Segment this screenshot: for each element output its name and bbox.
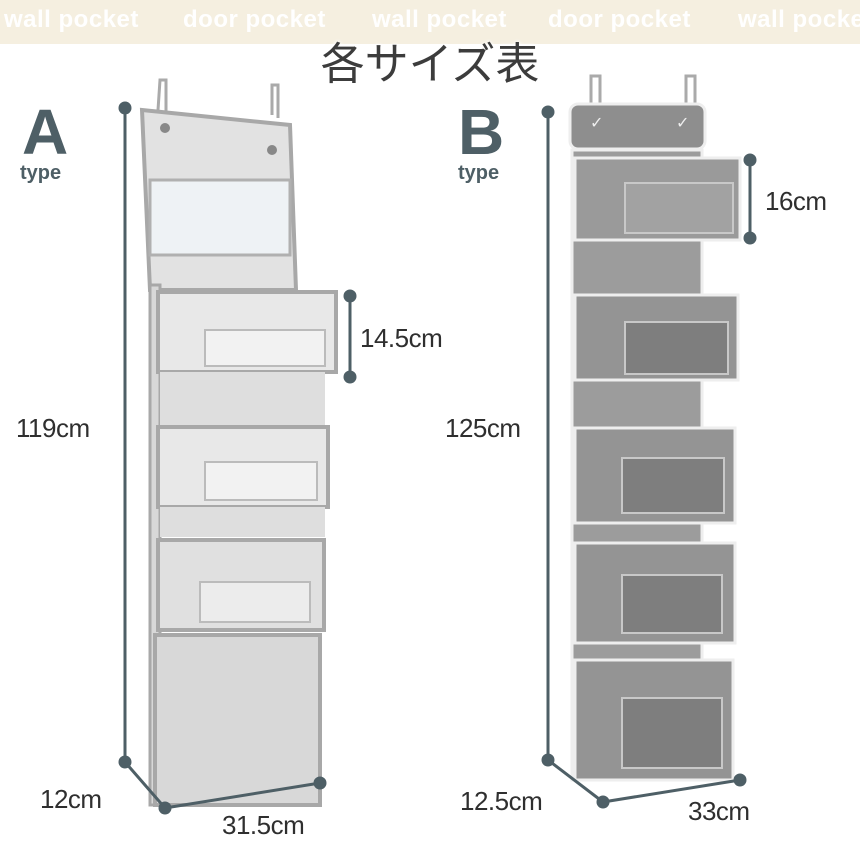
- page-title: 各サイズ表: [320, 39, 540, 90]
- product-a-organizer: [139, 78, 338, 807]
- product-b-organizer: ✓✓: [568, 74, 742, 782]
- dimension-lines: [118, 101, 757, 815]
- product-b-pocket-height: 16cm: [765, 186, 827, 216]
- product-a-depth: 12cm: [40, 784, 102, 814]
- svg-text:✓: ✓: [590, 113, 603, 132]
- product-b-letter: B: [458, 96, 505, 168]
- banner: wall pocket door pocket wall pocket door…: [0, 0, 860, 44]
- product-a-height: 119cm: [16, 413, 90, 443]
- banner-word: door pocket: [183, 6, 326, 33]
- product-b-height: 125cm: [445, 413, 521, 443]
- banner-word: wall pocket: [738, 6, 860, 33]
- product-b-depth: 12.5cm: [460, 786, 543, 816]
- product-a-letter: A: [22, 96, 69, 168]
- product-b-type-label: type: [458, 162, 500, 184]
- product-a-width: 31.5cm: [222, 810, 305, 840]
- product-b-width: 33cm: [688, 796, 750, 826]
- banner-word: wall pocket: [4, 6, 139, 33]
- banner-word: door pocket: [548, 6, 691, 33]
- banner-word: wall pocket: [372, 6, 507, 33]
- product-a-type-label: type: [20, 162, 62, 184]
- svg-text:✓: ✓: [676, 113, 689, 132]
- product-a-pocket-height: 14.5cm: [360, 323, 443, 353]
